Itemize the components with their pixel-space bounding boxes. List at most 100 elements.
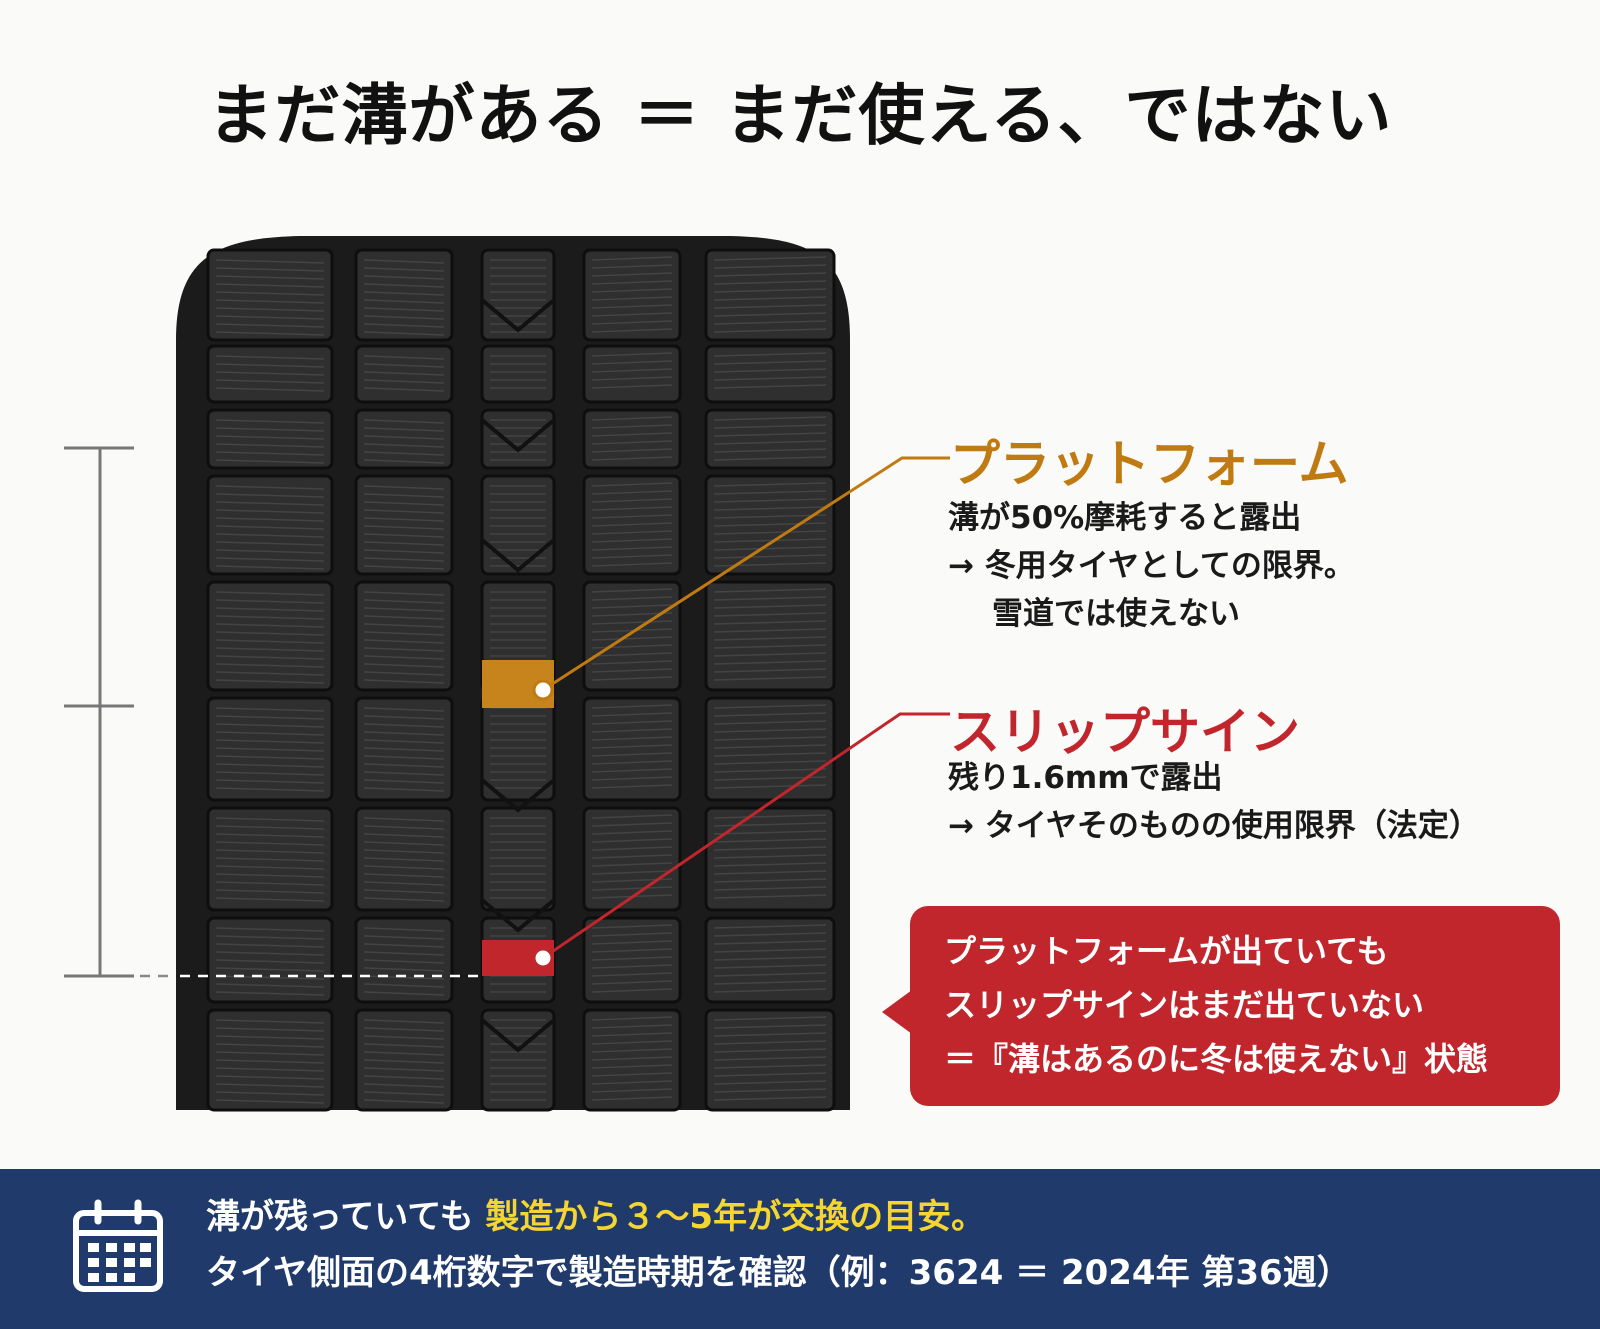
tread-sipe — [591, 320, 673, 325]
tread-sipe — [713, 878, 827, 883]
tread-sipe — [713, 924, 827, 929]
tread-block — [206, 474, 334, 576]
tread-sipe — [215, 1019, 325, 1024]
tire-diagram — [64, 236, 950, 1112]
tread-sipe — [713, 280, 827, 285]
tread-sipe — [363, 517, 445, 522]
tread-sipe — [363, 1091, 445, 1096]
tread-sipe — [215, 679, 325, 684]
tread-sipe — [591, 660, 673, 665]
tread-sipe — [363, 299, 445, 304]
footer-text: 溝が残っていても 製造から３～5年が交換の目安。 タイヤ側面の4桁数字で製造時期… — [206, 1189, 1351, 1301]
tread-sipe — [713, 384, 827, 389]
tread-sipe — [363, 739, 445, 744]
tread-sipe — [591, 728, 673, 733]
tread-sipe — [363, 927, 445, 932]
tread-sipe — [363, 1059, 445, 1064]
tread-sipe — [591, 432, 673, 437]
footer-line-2: タイヤ側面の4桁数字で製造時期を確認（例：3624 ＝ 2024年 第36週） — [206, 1253, 1351, 1293]
tread-sipe — [363, 655, 445, 660]
tread-sipe — [591, 932, 673, 937]
footer-line-1-prefix: 溝が残っていても — [206, 1197, 486, 1237]
tread-sipe — [591, 644, 673, 649]
tread-sipe — [363, 1019, 445, 1024]
tread-sipe — [215, 747, 325, 752]
tread-sipe — [215, 387, 325, 392]
tread-sipe — [215, 927, 325, 932]
tread-sipe — [591, 704, 673, 709]
tread-sipe — [713, 752, 827, 757]
tread-sipe — [215, 825, 325, 830]
tread-sipe — [713, 514, 827, 519]
tread-sipe — [713, 894, 827, 899]
tread-sipe — [363, 509, 445, 514]
callout-line-2: スリップサインはまだ出ていない — [944, 986, 1425, 1024]
tread-sipe — [591, 1040, 673, 1045]
tread-sipe — [713, 720, 827, 725]
tread-sipe — [591, 596, 673, 601]
tread-sipe — [363, 817, 445, 822]
tread-sipe — [713, 1088, 827, 1093]
footer-line-1-highlight: 製造から３～5年が交換の目安。 — [485, 1197, 986, 1237]
tread-sipe — [215, 509, 325, 514]
tread-sipe — [363, 679, 445, 684]
tread-sipe — [591, 256, 673, 261]
tread-sipe — [363, 1043, 445, 1048]
tread-sipe — [215, 599, 325, 604]
tread-sipe — [363, 873, 445, 878]
tread-sipe — [713, 822, 827, 827]
tread-sipe — [363, 435, 445, 440]
depth-ruler — [64, 446, 134, 978]
tread-sipe — [215, 427, 325, 432]
tread-sipe — [215, 935, 325, 940]
tread-sipe — [363, 647, 445, 652]
tread-sipe — [363, 541, 445, 546]
tread-sipe — [363, 371, 445, 376]
tread-sipe — [713, 1072, 827, 1077]
tread-sipe — [363, 889, 445, 894]
tread-sipe — [215, 639, 325, 644]
tread-block — [704, 248, 836, 342]
tread-sipe — [363, 951, 445, 956]
tread-sipe — [591, 554, 673, 559]
tread-sipe — [591, 752, 673, 757]
tread-sipe — [215, 267, 325, 272]
tread-sipe — [363, 1099, 445, 1104]
tread-sipe — [591, 456, 673, 461]
tread-sipe — [591, 676, 673, 681]
tread-sipe — [215, 715, 325, 720]
tread-sipe — [591, 1080, 673, 1085]
tread-sipe — [215, 763, 325, 768]
tread-sipe — [713, 506, 827, 511]
tread-sipe — [591, 628, 673, 633]
tread-sipe — [713, 456, 827, 461]
tread-sipe — [363, 599, 445, 604]
tread-sipe — [215, 623, 325, 628]
tread-sipe — [591, 296, 673, 301]
tread-sipe — [363, 615, 445, 620]
tread-sipe — [215, 443, 325, 448]
tread-sipe — [363, 935, 445, 940]
tread-sipe — [713, 854, 827, 859]
tread-sipe — [215, 647, 325, 652]
tread-sipe — [713, 272, 827, 277]
tread-sipe — [591, 870, 673, 875]
tread-sipe — [215, 1067, 325, 1072]
tread-sipe — [713, 522, 827, 527]
tread-sipe — [363, 275, 445, 280]
tread-sipe — [215, 849, 325, 854]
tread-sipe — [215, 435, 325, 440]
tread-sipe — [363, 315, 445, 320]
tread-sipe — [363, 259, 445, 264]
tread-sipe — [363, 379, 445, 384]
tread-sipe — [363, 967, 445, 972]
tread-sipe — [713, 704, 827, 709]
tread-sipe — [591, 1056, 673, 1061]
tread-sipe — [215, 631, 325, 636]
tread-sipe — [215, 371, 325, 376]
tread-sipe — [591, 538, 673, 543]
tread-sipe — [591, 288, 673, 293]
tread-sipe — [363, 323, 445, 328]
tread-sipe — [713, 304, 827, 309]
tread-sipe — [363, 427, 445, 432]
